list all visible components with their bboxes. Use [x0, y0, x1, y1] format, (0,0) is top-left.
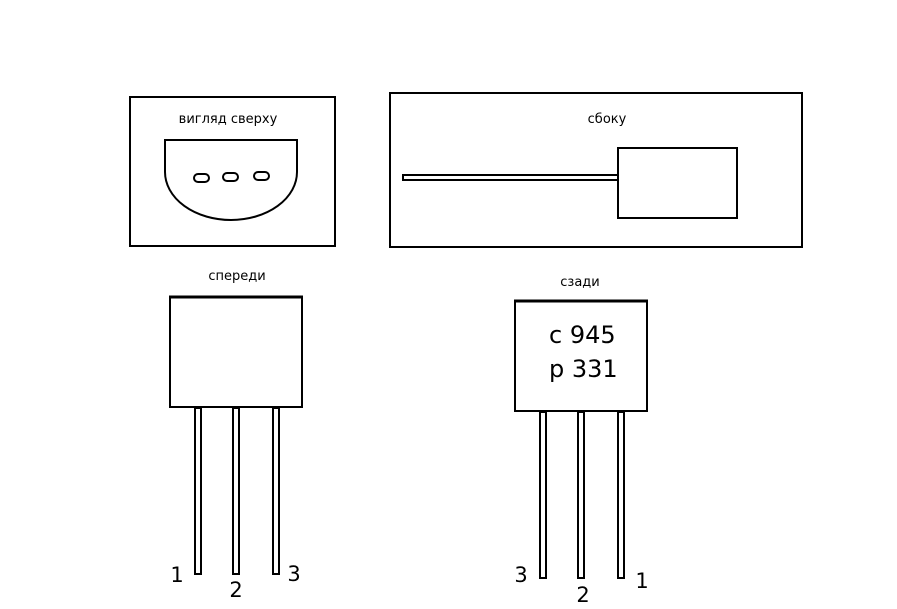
top-view-label: вигляд сверху — [178, 112, 278, 127]
top-view-lead-hole-1 — [193, 173, 210, 183]
back-lead-2 — [577, 411, 585, 579]
top-view-lead-hole-2 — [222, 172, 239, 182]
front-lead-3 — [272, 407, 280, 575]
front-pin-label-right: 3 — [287, 562, 301, 586]
side-view-label: сбоку — [587, 112, 627, 127]
side-view-lead — [402, 174, 619, 181]
back-lead-3 — [539, 411, 547, 579]
back-view-label: сзади — [560, 275, 600, 290]
back-lead-1 — [617, 411, 625, 579]
front-pin-label-middle: 2 — [229, 578, 243, 602]
front-lead-1 — [194, 407, 202, 575]
back-pin-label-middle: 2 — [576, 583, 590, 607]
marking-line-2: p 331 — [549, 355, 618, 383]
side-view-body — [617, 147, 738, 219]
back-pin-label-left: 3 — [514, 563, 528, 587]
front-view-label: спереди — [208, 269, 266, 284]
front-lead-2 — [232, 407, 240, 575]
top-view-lead-hole-3 — [253, 171, 270, 181]
back-pin-label-right: 1 — [635, 569, 649, 593]
marking-line-1: c 945 — [549, 321, 616, 349]
front-pin-label-left: 1 — [170, 563, 184, 587]
